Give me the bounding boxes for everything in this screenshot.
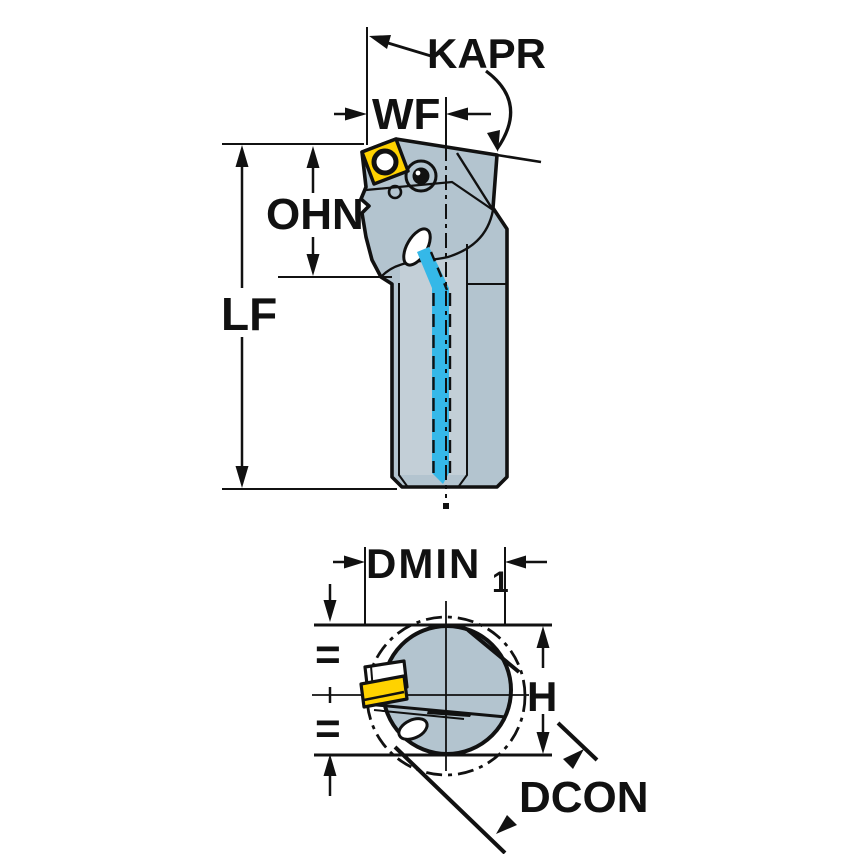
lf-arrow-up bbox=[235, 145, 249, 167]
clamp-screw-glint bbox=[415, 170, 421, 176]
dmin-arrow-left bbox=[344, 555, 365, 569]
h-label: H bbox=[527, 673, 557, 720]
dmin-label-subscript: 1 bbox=[492, 566, 509, 599]
dmin-arrow-right bbox=[505, 555, 526, 569]
wf-label: WF bbox=[372, 90, 440, 139]
h-arrow-down bbox=[536, 732, 550, 754]
lf-label: LF bbox=[221, 288, 277, 340]
center-line-end-dot bbox=[443, 503, 449, 509]
kapr-label: KAPR bbox=[427, 30, 546, 77]
shank-inner-line-left bbox=[398, 283, 408, 487]
cutting-edge-line-2 bbox=[373, 709, 465, 720]
insert-hole bbox=[371, 148, 399, 176]
end-clamp-hole-oval bbox=[397, 717, 429, 741]
kapr-leader-line bbox=[387, 41, 432, 58]
shank-inner-line-right bbox=[458, 244, 468, 487]
cutting-edge-sliver bbox=[427, 710, 472, 717]
cutting-edge-extension bbox=[496, 153, 542, 164]
h-arrow-up bbox=[536, 626, 550, 648]
kapr-angle-arc bbox=[485, 69, 513, 150]
coolant-dashed-diagonal bbox=[429, 251, 449, 291]
end-insert-inner-line bbox=[363, 690, 405, 702]
kapr-face-chord bbox=[466, 628, 521, 674]
symmetry-arrow-up bbox=[323, 754, 337, 776]
clamp-screw-head bbox=[412, 167, 430, 185]
dcon-arrow-upper bbox=[563, 749, 584, 769]
equal-mark-top: = bbox=[315, 630, 341, 679]
dcon-arrow-lower bbox=[496, 815, 517, 834]
end-view bbox=[312, 601, 529, 777]
dcon-label: DCON bbox=[519, 773, 649, 822]
side-dimensions: LF OHN WF KAPR bbox=[221, 27, 546, 490]
symmetry-arrow-down bbox=[323, 600, 337, 622]
ohn-arrow-down bbox=[306, 254, 320, 276]
ohn-label: OHN bbox=[266, 190, 364, 239]
equal-mark-bottom: = bbox=[315, 704, 341, 753]
wf-arrow-right bbox=[345, 107, 367, 121]
side-view bbox=[359, 97, 542, 509]
kapr-arc-arrow bbox=[487, 130, 500, 152]
ohn-arrow-up bbox=[306, 146, 320, 168]
cutting-edge-line-1 bbox=[365, 702, 507, 719]
clamp-screw-outer bbox=[404, 159, 438, 193]
lf-arrow-down bbox=[235, 466, 249, 488]
dmin-label: DMIN bbox=[366, 540, 481, 587]
shim-pin bbox=[387, 184, 403, 200]
dcon-tick-short bbox=[556, 721, 599, 762]
neck-transition-curve bbox=[380, 209, 495, 278]
end-dimensions: DMIN 1 = = H DCON bbox=[314, 540, 649, 854]
head-facet-line bbox=[365, 180, 494, 211]
kapr-leader-arrow bbox=[369, 35, 391, 49]
wf-arrow-left bbox=[446, 107, 468, 121]
dcon-tick-long bbox=[393, 745, 507, 854]
head-facet-corner-line bbox=[455, 152, 495, 211]
